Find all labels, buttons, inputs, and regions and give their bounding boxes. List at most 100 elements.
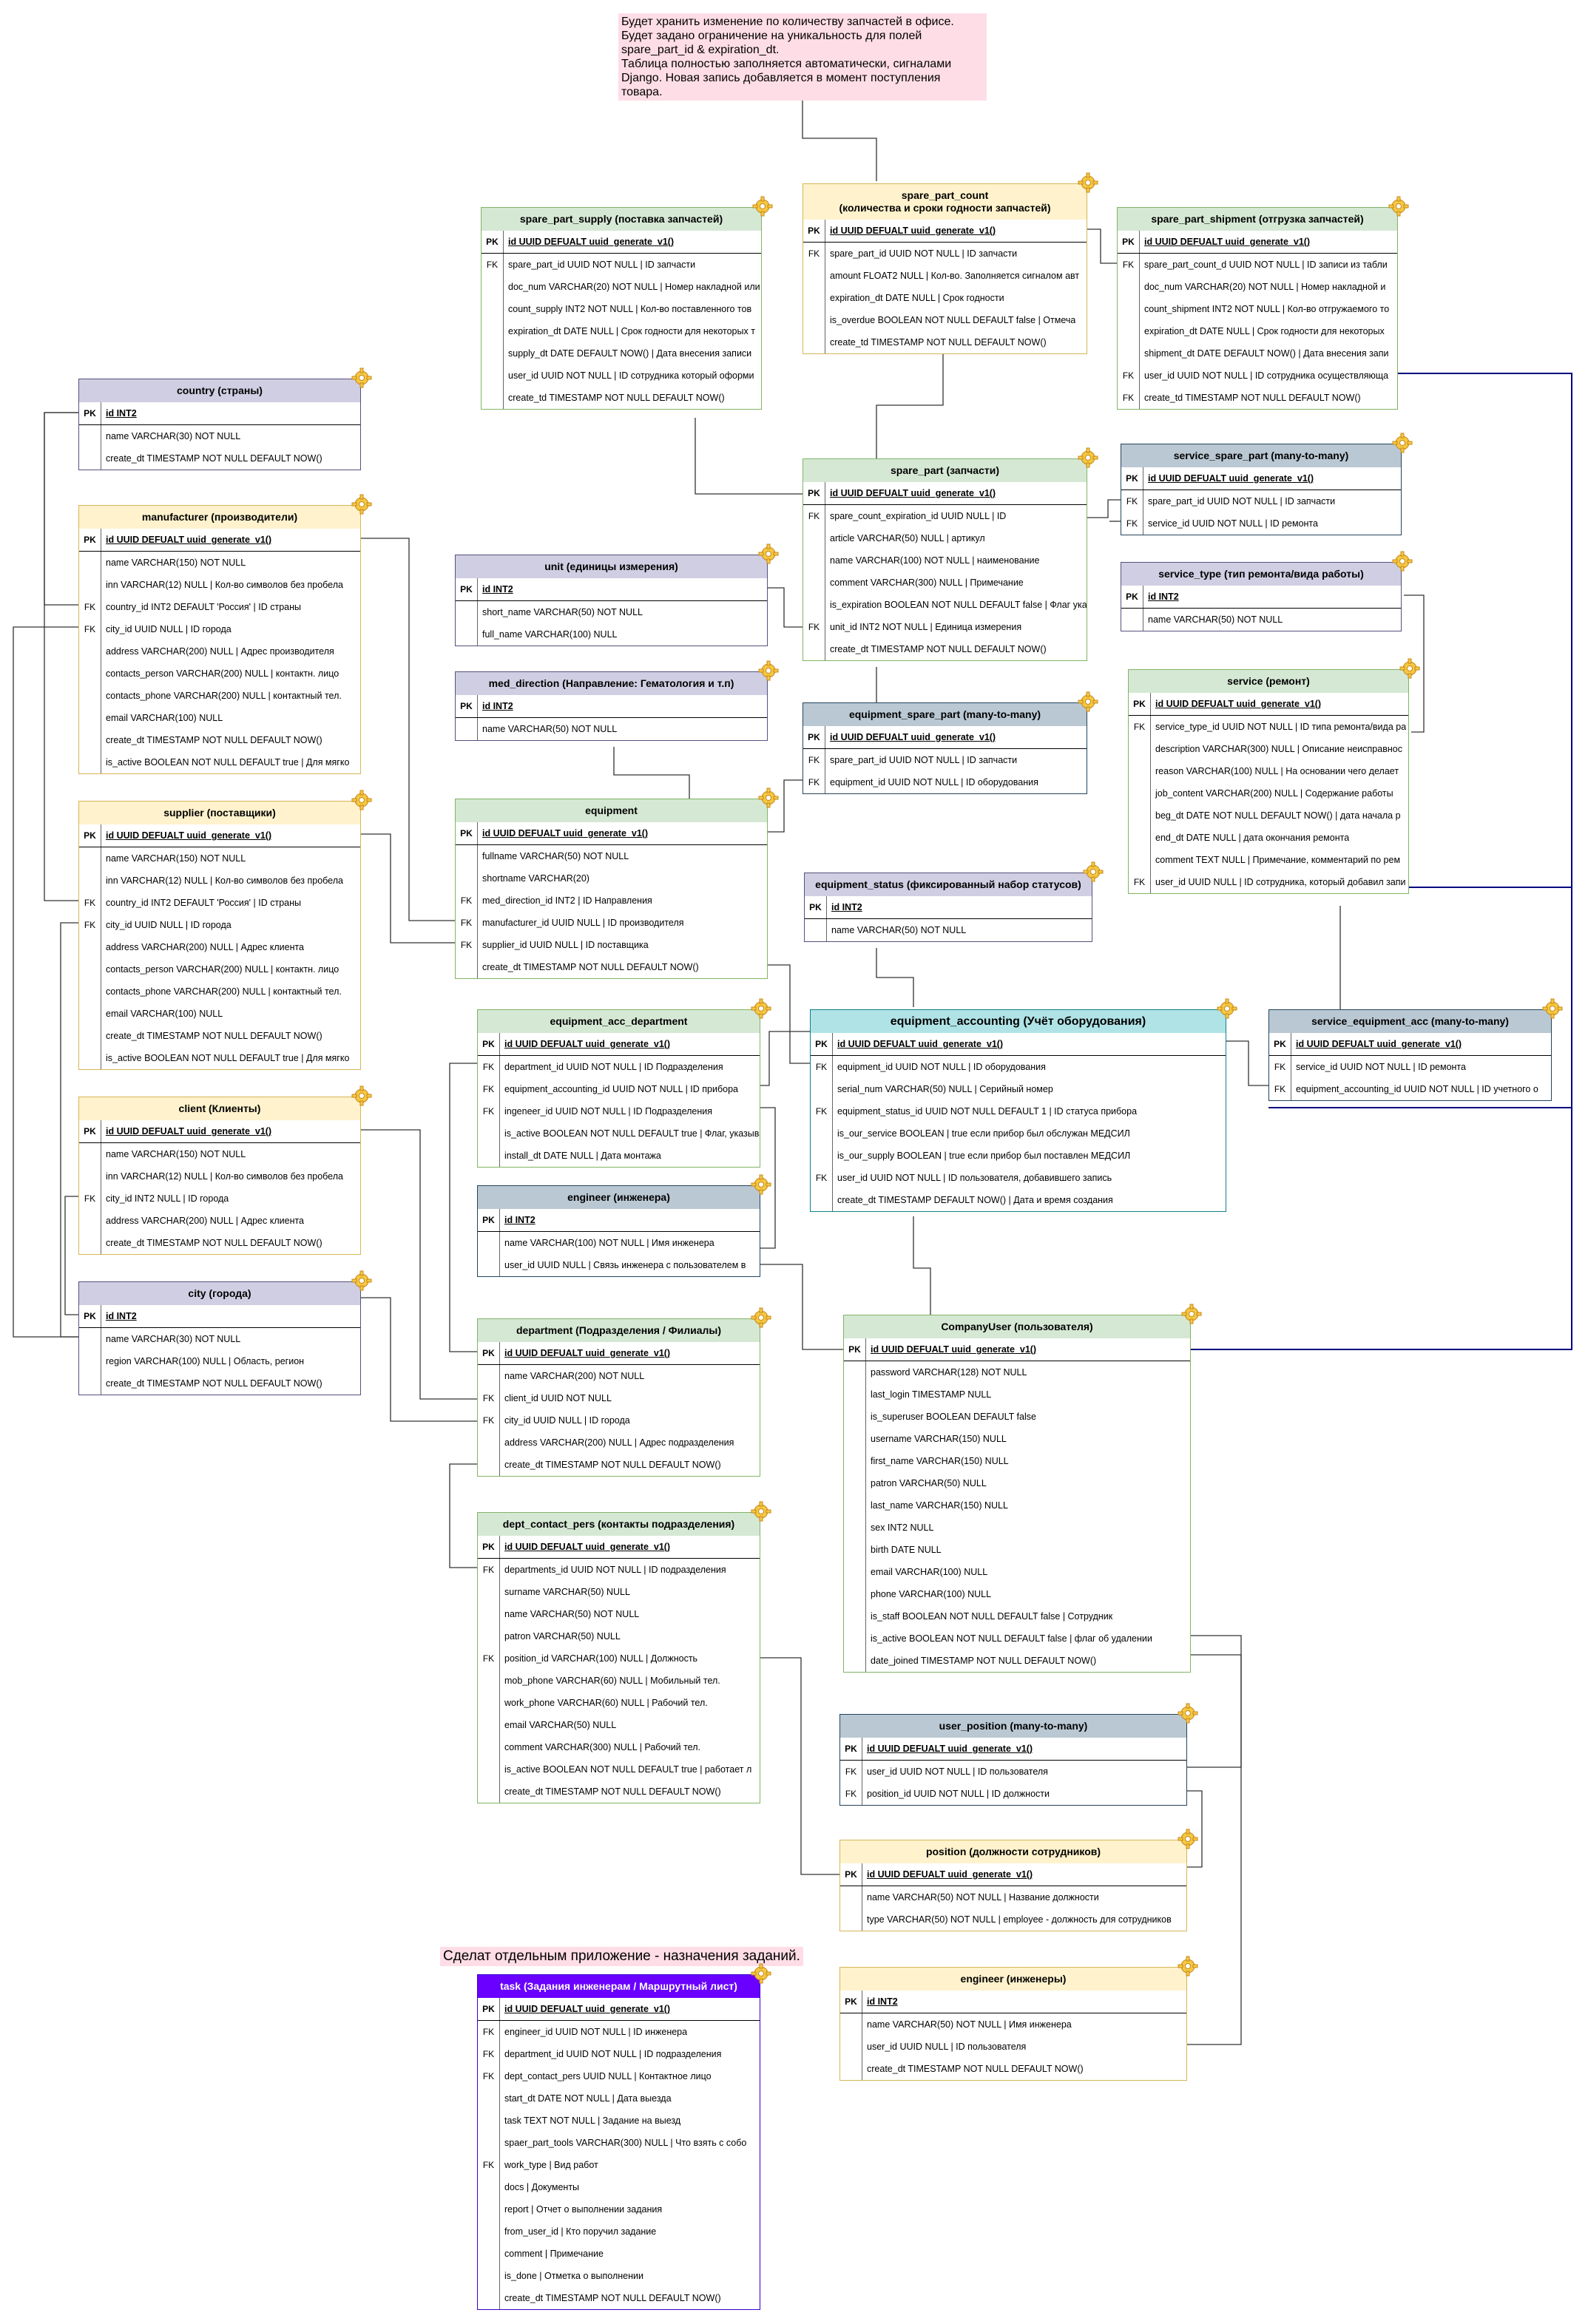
table-equipment-accounting[interactable]: equipment_accounting (Учёт оборудования)… <box>810 1009 1226 1212</box>
gear-icon <box>752 196 773 217</box>
table-spare-part-count[interactable]: spare_part_count (количества и сроки год… <box>803 183 1087 354</box>
column-text: service_id UUID NOT NULL | ID ремонта <box>1148 518 1318 529</box>
column-text: contacts_phone VARCHAR(200) NULL | конта… <box>106 986 342 997</box>
gear-icon <box>351 1085 372 1106</box>
gear-icon <box>751 1307 771 1328</box>
key-badge <box>1129 849 1151 871</box>
column-row: name VARCHAR(50) NOT NULL <box>478 1603 760 1625</box>
table-dept-contact-pers[interactable]: dept_contact_pers (контакты подразделени… <box>477 1512 760 1803</box>
column-row: is_active BOOLEAN NOT NULL DEFAULT true … <box>79 1047 360 1069</box>
column-row: address VARCHAR(200) NULL | Адрес подраз… <box>478 1432 760 1454</box>
edge-count-sparepart <box>876 350 944 458</box>
key-badge: PK <box>79 1120 101 1142</box>
column-row: patron VARCHAR(50) NULL <box>844 1472 1190 1494</box>
key-badge <box>1129 804 1151 827</box>
column-text: is_active BOOLEAN NOT NULL DEFAULT true … <box>504 1764 752 1775</box>
edge-supplier-equipment <box>361 833 457 944</box>
table-task[interactable]: task (Задания инженерам / Маршрутный лис… <box>477 1974 760 2310</box>
key-badge: FK <box>1129 716 1151 738</box>
key-badge <box>79 574 101 596</box>
key-badge: PK <box>456 578 478 600</box>
column-text: address VARCHAR(200) NULL | Адрес клиент… <box>106 1216 305 1226</box>
edge-user-engineer <box>1187 1654 1242 2045</box>
edge-eqacc-sea <box>1226 1040 1268 1086</box>
key-badge: PK <box>478 1998 500 2020</box>
column-text: spare_part_id UUID NOT NULL | ID запчаст… <box>508 260 696 270</box>
column-text: department_id UUID NOT NULL | ID Подразд… <box>504 1062 723 1072</box>
column-text: email VARCHAR(100) NULL <box>106 1009 223 1019</box>
gear-icon <box>1388 196 1409 217</box>
key-badge: PK <box>478 1342 500 1364</box>
table-med-direction[interactable]: med_direction (Направление: Гематология … <box>455 671 768 741</box>
table-spare-part-shipment[interactable]: spare_part_shipment (отгрузка запчастей)… <box>1117 207 1398 410</box>
column-text: country_id INT2 DEFAULT 'Россия' | ID ст… <box>106 602 301 612</box>
column-row: name VARCHAR(50) NOT NULL | Название дол… <box>840 1886 1186 1908</box>
column-text: name VARCHAR(50) NOT NULL | Имя инженера <box>867 2019 1072 2030</box>
gear-icon <box>1078 172 1098 193</box>
key-badge: FK <box>456 912 478 934</box>
key-badge <box>478 1254 500 1276</box>
column-row: serial_num VARCHAR(50) NULL | Серийный н… <box>811 1078 1226 1100</box>
column-text: spare_count_expiration_id UUID NULL | ID <box>830 511 1007 521</box>
key-badge <box>844 1494 866 1517</box>
column-text: user_id UUID NULL | Связь инженера с пол… <box>504 1260 746 1270</box>
edge-med-equipment <box>613 747 690 799</box>
column-row: short_name VARCHAR(50) NOT NULL <box>456 601 767 623</box>
column-text: user_id UUID NOT NULL | ID пользователя <box>867 1766 1048 1777</box>
column-text: supplier_id UUID NULL | ID поставщика <box>482 940 649 950</box>
column-text: id INT2 <box>106 1311 137 1321</box>
column-text: amount FLOAT2 NULL | Кол-во. Заполняется… <box>830 271 1080 281</box>
column-row: sex INT2 NULL <box>844 1517 1190 1539</box>
key-badge <box>456 601 478 623</box>
table-equipment-status[interactable]: equipment_status (фиксированный набор ст… <box>804 873 1092 942</box>
table-service-type[interactable]: service_type (тип ремонта/вида работы)PK… <box>1121 562 1402 631</box>
column-text: id INT2 <box>867 1996 898 2007</box>
column-text: client_id UUID NOT NULL <box>504 1393 612 1403</box>
column-text: reason VARCHAR(100) NULL | На основании … <box>1155 766 1399 776</box>
table-title: equipment <box>456 799 767 822</box>
column-row: reason VARCHAR(100) NULL | На основании … <box>1129 760 1408 782</box>
key-badge: PK <box>79 824 101 847</box>
key-badge <box>844 1605 866 1627</box>
key-badge <box>844 1428 866 1450</box>
edge-contact-position <box>760 1657 842 1875</box>
column-text: install_dt DATE NULL | Дата монтажа <box>504 1151 661 1161</box>
table-spare-part-supply[interactable]: spare_part_supply (поставка запчастей)PK… <box>481 207 762 410</box>
edge-status-eqacc <box>876 948 914 1007</box>
edge-user-userpos <box>1187 1635 1242 1768</box>
column-text: is_staff BOOLEAN NOT NULL DEFAULT false … <box>871 1611 1113 1622</box>
column-text: city_id UUID NULL | ID города <box>106 920 232 930</box>
key-badge <box>478 2243 500 2265</box>
key-badge <box>79 707 101 729</box>
key-badge <box>803 549 825 572</box>
column-row: task TEXT NOT NULL | Задание на выезд <box>478 2110 760 2132</box>
column-text: work_type | Вид работ <box>504 2160 598 2170</box>
column-row: report | Отчет о выполнении задания <box>478 2198 760 2220</box>
column-row: inn VARCHAR(12) NULL | Кол-во символов б… <box>79 574 360 596</box>
column-text: first_name VARCHAR(150) NULL <box>871 1456 1009 1466</box>
key-badge <box>844 1561 866 1583</box>
column-text: id INT2 <box>482 584 513 594</box>
